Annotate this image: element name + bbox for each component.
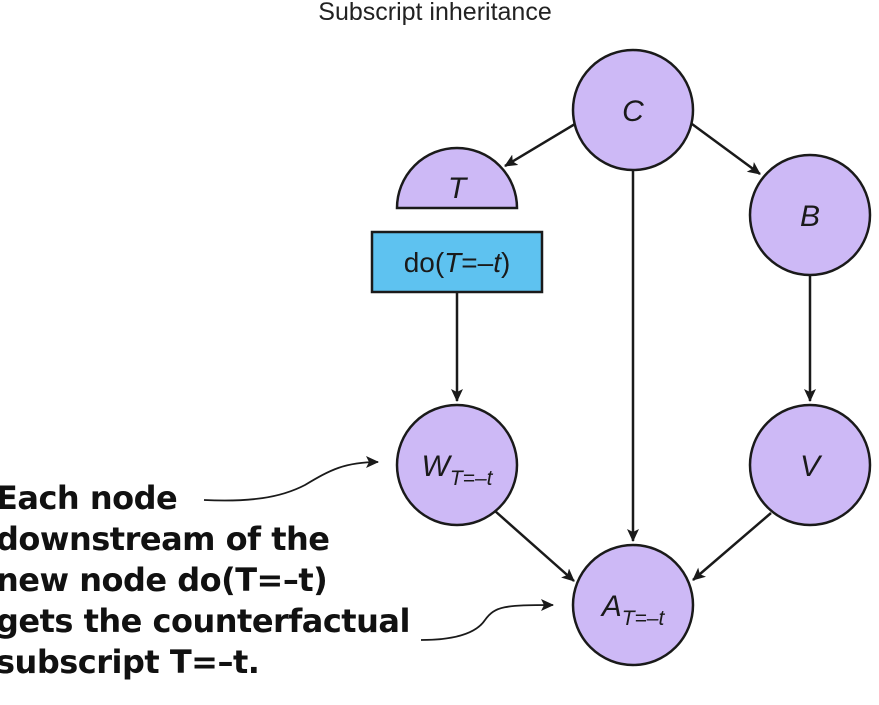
node-B[interactable]: B <box>748 153 872 277</box>
node-V-label: V <box>800 450 823 483</box>
edge-C-B <box>691 122 761 176</box>
edges <box>451 122 816 582</box>
annotation-line: gets the counterfactual <box>0 602 410 640</box>
node-B-label: B <box>800 200 820 233</box>
annotation-line: new node do(T=–t) <box>0 561 328 599</box>
node-A[interactable]: AT=–t <box>571 543 695 667</box>
annotation-text: Each node downstream of the new node do(… <box>0 478 416 683</box>
node-W[interactable]: WT=–t <box>395 403 519 527</box>
edge-C-T <box>504 122 576 168</box>
node-A-label: AT=–t <box>600 590 666 630</box>
node-T[interactable]: T <box>395 146 519 210</box>
node-T-label: T <box>448 172 469 205</box>
annotation-line: downstream of the <box>0 520 330 558</box>
node-W-label: WT=–t <box>422 450 494 490</box>
annotation-line: Each node <box>0 479 178 517</box>
annotation-pointer-to-W <box>203 456 379 502</box>
annotation-pointer-to-A <box>420 599 554 641</box>
node-C[interactable]: C <box>571 48 695 172</box>
annotation-line: subscript T=–t. <box>0 643 260 681</box>
node-C-label: C <box>622 95 644 128</box>
diagram-title: Subscript inheritance <box>318 0 551 26</box>
edge-W-A <box>494 510 575 582</box>
node-V[interactable]: V <box>748 403 872 527</box>
intervention-node-do[interactable]: do(T=–t) <box>370 230 544 294</box>
edge-V-A <box>692 512 772 581</box>
intervention-label: do(T=–t) <box>404 247 511 278</box>
